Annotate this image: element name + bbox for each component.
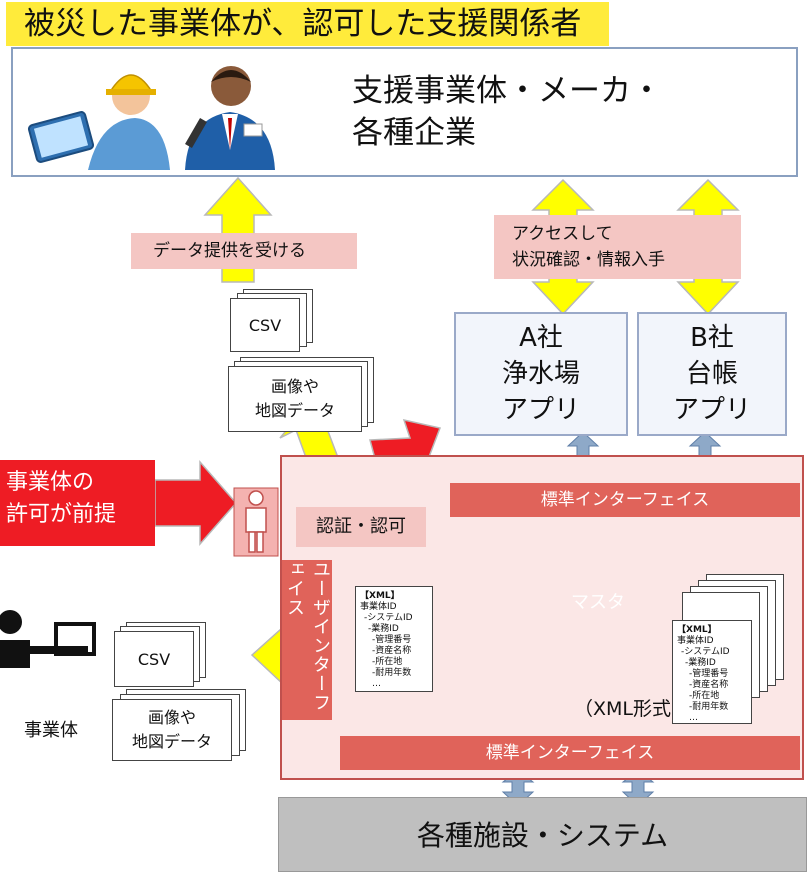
xml-line: -資産名称 [689,680,729,690]
user-person-icon [233,487,279,557]
csv-doc-left: CSV [114,631,194,687]
xml-doc-db: 【XML】 事業体ID -システムID -業務ID -管理番号 -資産名称 -所… [672,620,752,724]
access-line1: アクセスして [512,224,613,244]
xml-line: -管理番号 [372,635,412,645]
permission-box: 事業体の 許可が前提 [0,460,155,546]
image-doc-top-line1: 画像や [270,377,319,396]
image-doc-top: 画像や 地図データ [228,366,362,432]
xml-line: -システムID [364,613,413,623]
xml-doc-left: 【XML】 事業体ID -システムID -業務ID -管理番号 -資産名称 -所… [355,586,433,692]
xml-line: -所在地 [689,691,720,701]
xml-line: -業務ID [685,658,716,668]
app-b-line2: 台帳 [685,359,738,389]
app-a-line2: 浄水場 [501,359,580,389]
xml-format-label: （XML形式 [574,698,671,720]
xml-line: … [689,713,698,723]
data-receive-label: データ提供を受ける [131,233,357,269]
support-title-line2: 各種企業 [352,115,476,151]
xml-line: 【XML】 [360,591,400,601]
app-a-line1: A社 [519,323,563,353]
xml-line: -システムID [681,647,730,657]
app-b-line3: アプリ [672,395,751,425]
app-b-line1: B社 [690,323,734,353]
std-interface-bottom: 標準インターフェイス [340,736,800,770]
access-line2: 状況確認・情報入手 [512,250,665,270]
auth-box: 認証・認可 [296,507,426,547]
image-doc-left: 画像や 地図データ [112,699,232,761]
xml-line: -管理番号 [689,669,729,679]
image-doc-left-line1: 画像や [147,708,196,727]
permission-line1: 事業体の [6,470,95,495]
xml-line: -業務ID [368,624,399,634]
xml-line: -所在地 [372,657,403,667]
red-arrow-permission [154,460,237,546]
xml-line: … [372,679,381,689]
master-label: マスタ [571,592,625,613]
entity-label: 事業体 [24,720,78,741]
xml-line: 事業体ID [677,636,714,646]
app-b-box: B社 台帳 アプリ [637,312,787,436]
app-a-box: A社 浄水場 アプリ [454,312,628,436]
xml-line: -耐用年数 [689,702,729,712]
csv-doc-top: CSV [230,298,300,352]
xml-line: -耐用年数 [372,668,412,678]
app-a-line3: アプリ [501,395,580,425]
image-doc-top-line2: 地図データ [254,401,335,420]
support-title: 支援事業体・メーカ・ 各種企業 [352,70,662,154]
xml-line: 事業体ID [360,602,397,612]
facilities-box: 各種施設・システム [278,797,807,872]
std-interface-top: 標準インターフェイス [450,483,800,517]
image-doc-left-line2: 地図データ [131,732,212,751]
title-banner: 被災した事業体が、認可した支援関係者 [6,2,609,46]
permission-line2: 許可が前提 [6,502,117,527]
entity-desk-icon [0,610,96,668]
worker-with-tablet-icon [27,74,170,170]
access-label: アクセスして 状況確認・情報入手 [494,215,741,279]
xml-line: -資産名称 [372,646,412,656]
user-interface-bar: ユーザインターフェイス [282,560,332,720]
xml-line: 【XML】 [677,625,717,635]
arrow-to-support [203,176,273,283]
support-title-line1: 支援事業体・メーカ・ [352,73,662,109]
businessman-icon [185,66,275,170]
